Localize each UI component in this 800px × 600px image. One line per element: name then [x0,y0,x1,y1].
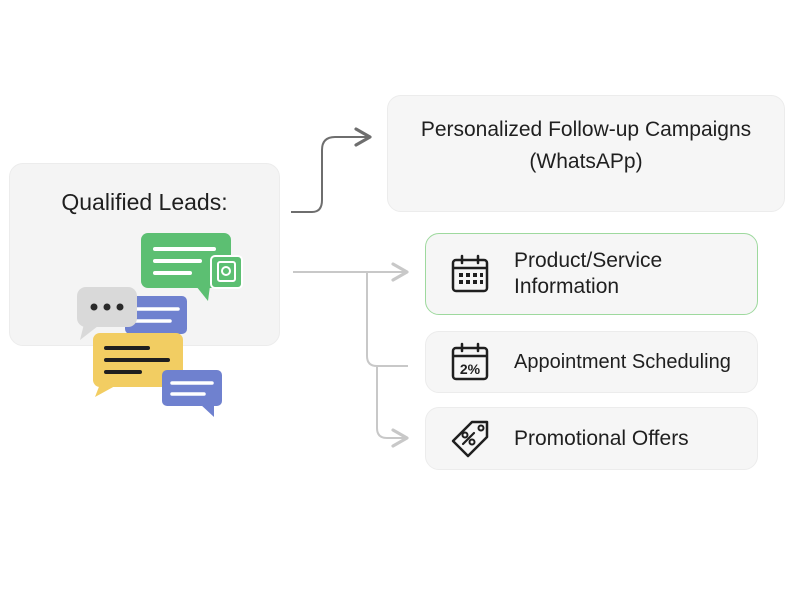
percent-tag-icon [451,420,489,457]
small-blue-chat-bubble-icon [162,370,222,417]
discount-calendar-icon: 2% [451,342,489,381]
promotional-offers-label: Promotional Offers [514,426,689,450]
green-chat-bubble-icon [141,233,243,301]
discount-calendar-text: 2% [460,361,481,377]
promotional-offers-card: Promotional Offers [425,407,758,470]
appointment-scheduling-card: 2% Appointment Scheduling [425,331,758,393]
product-service-label-line1: Product/Service [514,249,663,272]
calendar-icon [451,254,489,293]
campaign-title-line2: (WhatsAPp) [529,150,643,173]
arrow-to-campaign [291,127,372,213]
yellow-chat-bubble-icon [93,333,183,397]
campaign-title-line1: Personalized Follow-up Campaigns [420,118,752,141]
blue-chat-bubble-icon [125,296,187,334]
product-service-label: Product/Service Information [514,248,662,300]
product-service-card: Product/Service Information [425,233,758,315]
typing-chat-bubble-icon [77,287,137,340]
campaign-title: Personalized Follow-up Campaigns (WhatsA… [398,114,774,178]
arrow-to-promo [376,366,409,448]
campaign-card: Personalized Follow-up Campaigns (WhatsA… [387,95,785,212]
appointment-scheduling-label: Appointment Scheduling [514,351,731,373]
qualified-leads-title: Qualified Leads: [61,189,228,215]
product-service-label-line2: Information [514,275,620,298]
